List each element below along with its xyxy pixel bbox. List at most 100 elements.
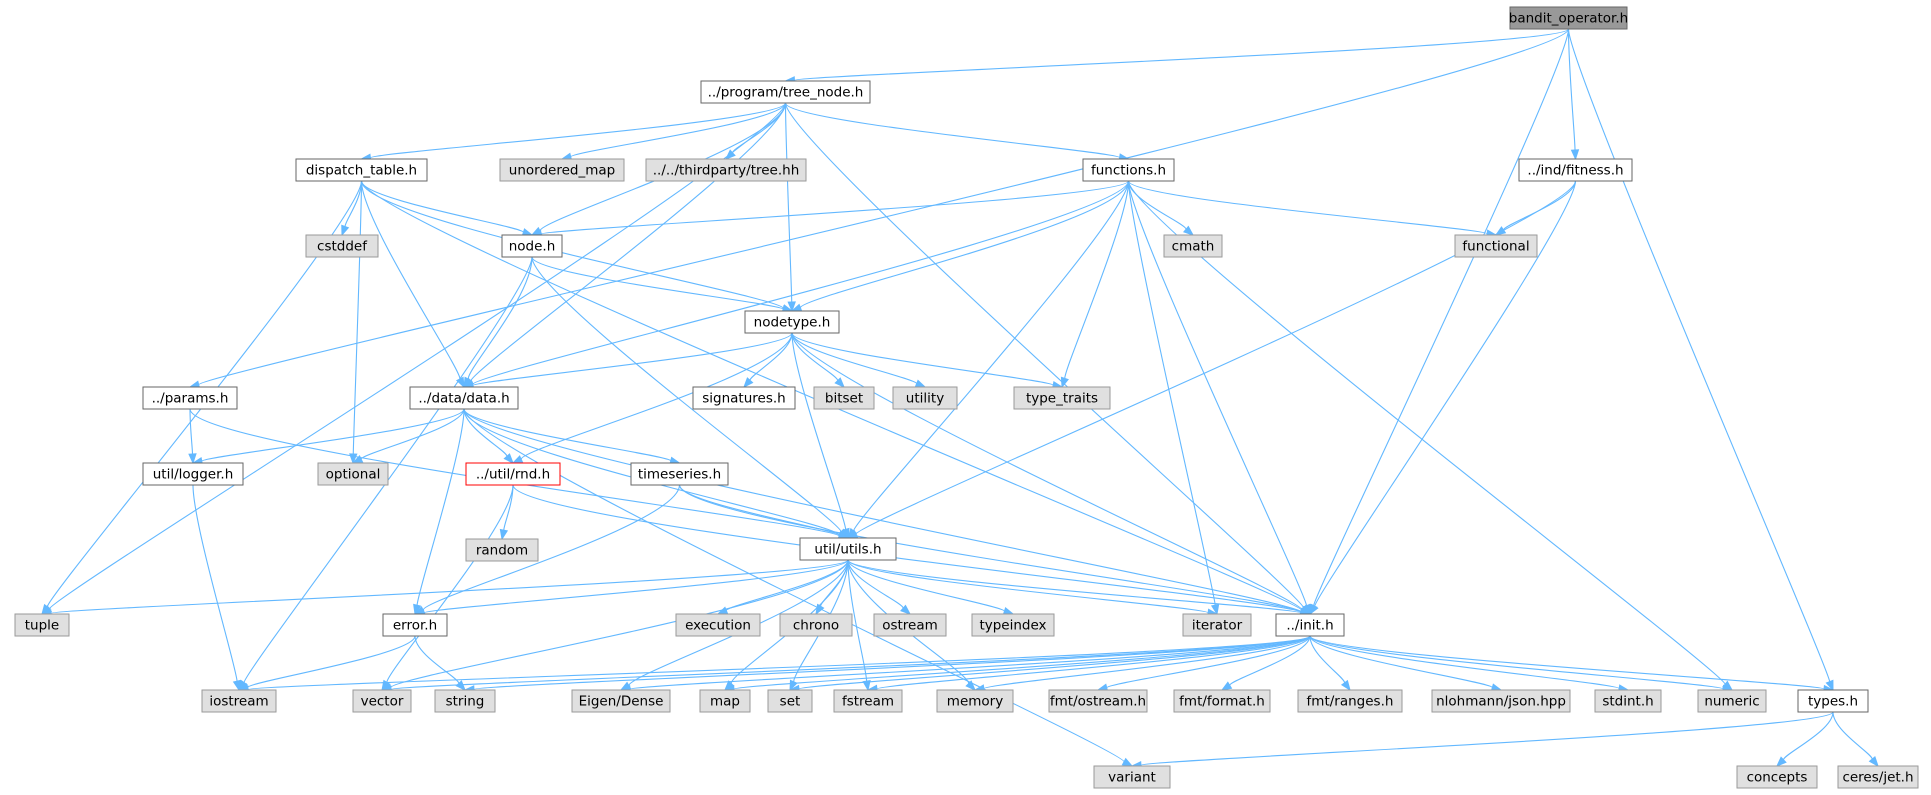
node-label: memory bbox=[947, 694, 1003, 710]
node-typeindex: typeindex bbox=[971, 613, 1055, 637]
edge-timeseries-to-error bbox=[413, 484, 681, 615]
node-box bbox=[305, 234, 379, 258]
edge-functions-to-iterator bbox=[1127, 180, 1220, 616]
node-ostream: ostream bbox=[873, 613, 947, 637]
node-label: ../../thirdparty/tree.hh bbox=[653, 163, 800, 179]
node-rnd[interactable]: ../util/rnd.h bbox=[465, 462, 561, 486]
edge-functions-to-functional bbox=[1127, 180, 1498, 238]
edge-bandit-to-params bbox=[188, 28, 1570, 389]
node-label: cstddef bbox=[317, 239, 368, 255]
node-box bbox=[1797, 689, 1869, 713]
edge-fitness-to-functional bbox=[1494, 180, 1577, 236]
edge-node-to-utils bbox=[531, 256, 850, 539]
node-tree-node[interactable]: ../program/tree_node.h bbox=[700, 80, 871, 104]
node-label: random bbox=[476, 543, 528, 559]
node-label: iostream bbox=[209, 694, 268, 710]
node-error[interactable]: error.h bbox=[382, 613, 448, 637]
edge-rnd-to-vector bbox=[381, 484, 514, 692]
edge-utils-to-fstream bbox=[847, 559, 871, 692]
node-box bbox=[409, 386, 519, 410]
node-box bbox=[1509, 6, 1628, 30]
node-node[interactable]: node.h bbox=[501, 234, 563, 258]
arrowhead bbox=[1825, 679, 1834, 692]
edge-nodetype-to-data bbox=[462, 332, 793, 390]
arrowhead bbox=[1121, 757, 1134, 767]
node-data[interactable]: ../data/data.h bbox=[409, 386, 519, 410]
edge-init-to-stdint bbox=[1309, 635, 1630, 693]
node-label: numeric bbox=[1704, 694, 1759, 710]
node-label: ../util/rnd.h bbox=[476, 467, 550, 483]
arrowhead bbox=[834, 377, 845, 388]
arrowhead bbox=[341, 224, 350, 237]
node-numeric: numeric bbox=[1697, 689, 1767, 713]
node-box bbox=[1093, 765, 1171, 789]
node-label: signatures.h bbox=[702, 391, 785, 407]
node-box bbox=[692, 386, 796, 410]
node-label: fmt/ranges.h bbox=[1307, 694, 1394, 710]
edge-tree_node-to-nodetype bbox=[784, 102, 796, 313]
edge-rnd-to-init bbox=[512, 484, 1312, 617]
node-types[interactable]: types.h bbox=[1797, 689, 1869, 713]
node-label: bandit_operator.h bbox=[1509, 11, 1628, 27]
node-vector: vector bbox=[352, 689, 412, 713]
node-label: concepts bbox=[1747, 770, 1808, 786]
node-box bbox=[744, 310, 840, 334]
node-label: tuple bbox=[25, 618, 59, 634]
node-box bbox=[1275, 613, 1345, 637]
node-init[interactable]: ../init.h bbox=[1275, 613, 1345, 637]
edge-functions-to-type_traits bbox=[1060, 180, 1130, 389]
arrowhead bbox=[499, 528, 509, 541]
arrowhead bbox=[862, 679, 871, 692]
node-chrono: chrono bbox=[779, 613, 853, 637]
node-params[interactable]: ../params.h bbox=[142, 386, 238, 410]
arrowhead bbox=[1868, 755, 1879, 768]
node-label: ostream bbox=[882, 618, 938, 634]
node-label: ../init.h bbox=[1286, 618, 1333, 634]
node-cmath: cmath bbox=[1163, 234, 1223, 258]
node-map: map bbox=[699, 689, 751, 713]
node-box bbox=[352, 689, 412, 713]
node-box bbox=[645, 158, 807, 182]
node-label: cmath bbox=[1172, 239, 1215, 255]
node-box bbox=[1297, 689, 1403, 713]
node-fitness[interactable]: ../ind/fitness.h bbox=[1518, 158, 1633, 182]
node-box bbox=[465, 462, 561, 486]
node-utils[interactable]: util/utils.h bbox=[799, 537, 897, 561]
node-label: dispatch_table.h bbox=[306, 163, 417, 179]
arrowhead bbox=[455, 680, 466, 692]
node-label: utility bbox=[906, 391, 944, 407]
node-box bbox=[892, 386, 958, 410]
edge-dispatch-to-data bbox=[360, 180, 465, 389]
edge-bandit-to-types bbox=[1567, 28, 1834, 692]
node-label: string bbox=[446, 694, 485, 710]
node-fmt-format: fmt/format.h bbox=[1173, 689, 1271, 713]
edge-fitness-to-init bbox=[1309, 180, 1577, 616]
arrowhead bbox=[965, 680, 976, 691]
arrowhead bbox=[1220, 681, 1233, 691]
node-fmt-ranges: fmt/ranges.h bbox=[1297, 689, 1403, 713]
edge-nodetype-to-type_traits bbox=[791, 332, 1064, 390]
edge-rnd-to-random bbox=[499, 484, 514, 541]
edge-data-to-variant bbox=[463, 408, 1134, 767]
node-label: ceres/jet.h bbox=[1842, 770, 1913, 786]
node-logger[interactable]: util/logger.h bbox=[142, 462, 244, 486]
edge-utils-to-error bbox=[413, 559, 849, 618]
edge-logger-to-iostream bbox=[192, 484, 242, 692]
node-box bbox=[501, 234, 563, 258]
node-functions[interactable]: functions.h bbox=[1082, 158, 1175, 182]
node-utility: utility bbox=[892, 386, 958, 410]
node-timeseries[interactable]: timeseries.h bbox=[630, 462, 729, 486]
edge-node-to-data bbox=[463, 256, 533, 389]
node-nodetype[interactable]: nodetype.h bbox=[744, 310, 840, 334]
edge-tree_node-to-functions bbox=[784, 102, 1130, 162]
node-label: chrono bbox=[793, 618, 839, 634]
node-string: string bbox=[434, 689, 496, 713]
node-box bbox=[971, 613, 1055, 637]
arrowhead bbox=[1060, 376, 1069, 389]
edge-types-to-concepts bbox=[1776, 711, 1834, 767]
arrowhead bbox=[188, 453, 197, 465]
edge-data-to-error bbox=[413, 408, 465, 616]
node-dispatch[interactable]: dispatch_table.h bbox=[295, 158, 428, 182]
node-signatures[interactable]: signatures.h bbox=[692, 386, 796, 410]
